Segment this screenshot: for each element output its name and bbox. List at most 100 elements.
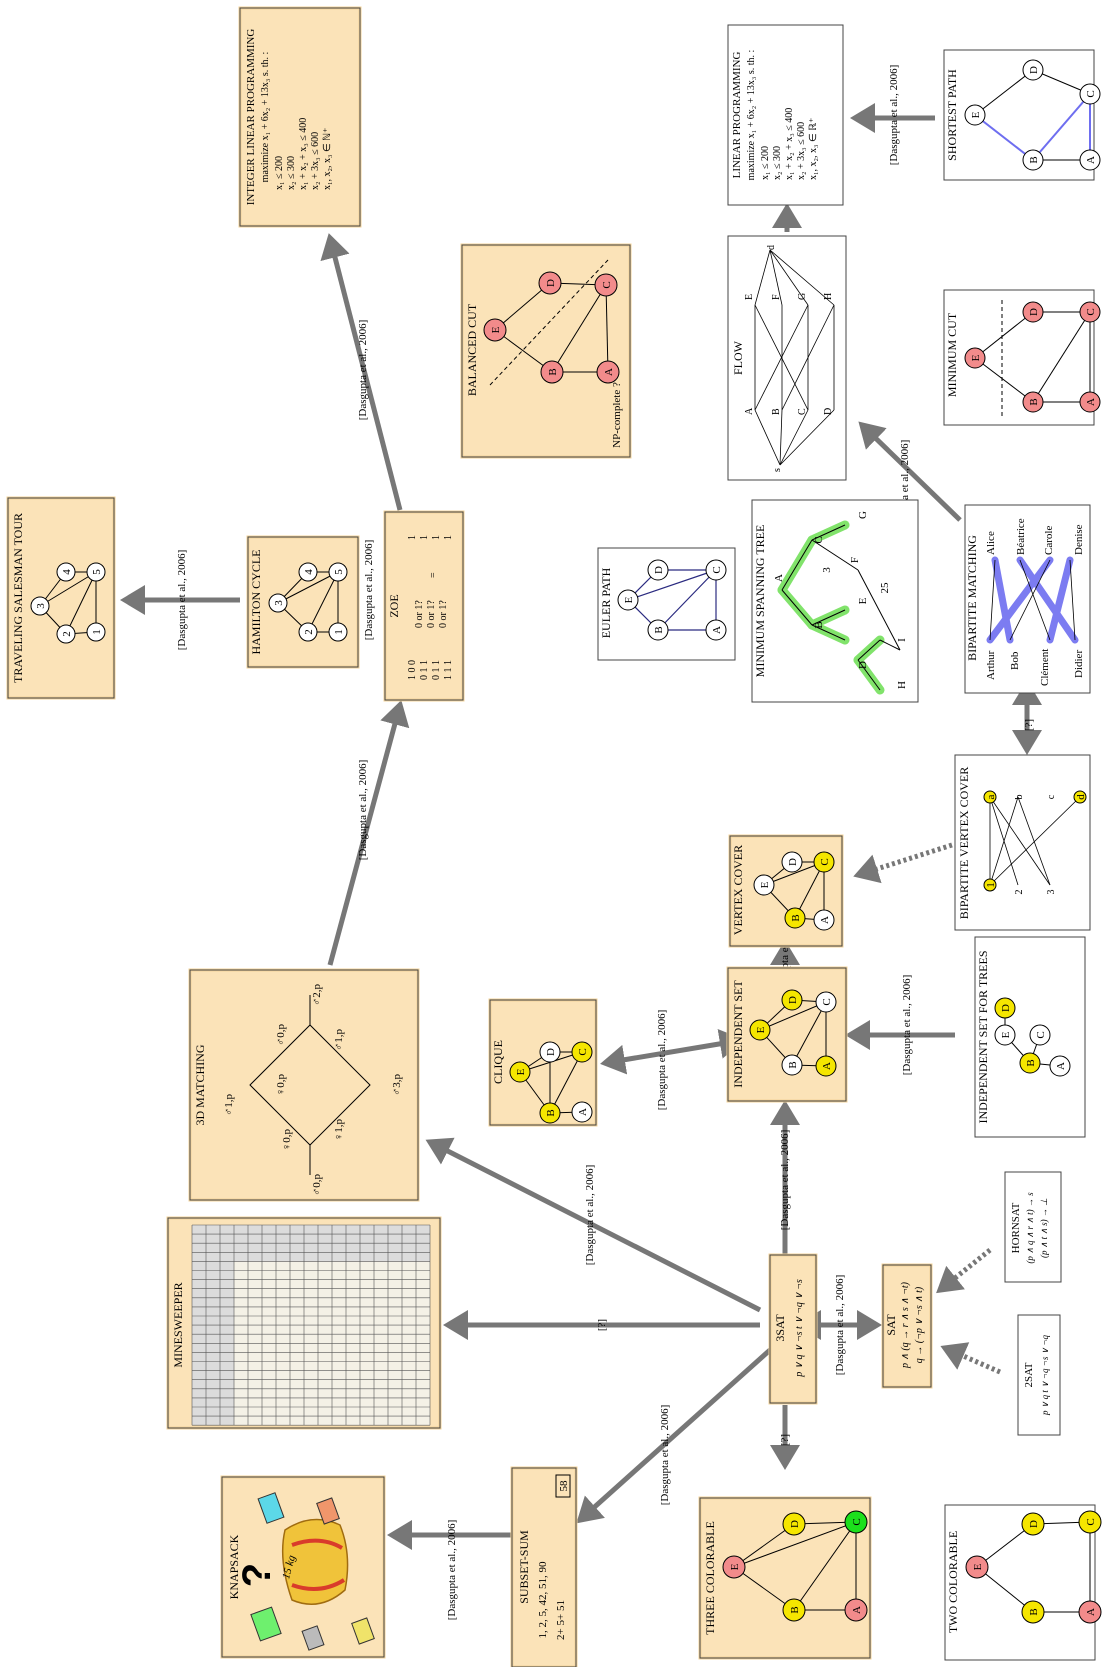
flow-title: FLOW	[731, 340, 745, 375]
svg-text:♀1,p: ♀1,p	[333, 1119, 345, 1142]
lp-box: LINEAR PROGRAMMING maximize x₁ + 6x₂ + 1…	[727, 24, 844, 206]
bc-node-C-label: C	[601, 281, 613, 288]
three-dm-title: 3D MATCHING	[193, 1044, 207, 1125]
ilp-c4: x₁, x₂, x₃ ∈ ℕ⁺	[322, 128, 333, 190]
mc-node-C-circle	[1079, 301, 1101, 323]
twoc-node-A-circle	[1078, 1600, 1102, 1624]
clique-node-A-label: A	[577, 1108, 589, 1116]
zoe-title: ZOE	[387, 594, 401, 617]
bvc-title: BIPARTITE VERTEX COVER	[957, 767, 971, 920]
arrow-hornsat-sat	[936, 1248, 992, 1294]
balanced-cut-title: BALANCED CUT	[465, 303, 479, 396]
tc-node-A-label: A	[851, 1606, 863, 1614]
three-sat-formula: p ∨ q ∨ ¬s t ∨ ¬q ∨ ¬s	[794, 1279, 805, 1378]
clique-node-E-label: E	[515, 1068, 527, 1075]
question-mark-icon: ?	[235, 1563, 279, 1587]
mst-node-e: E	[857, 597, 869, 604]
twoc-node-D-circle	[1021, 1512, 1045, 1536]
mst-weight-25: 25	[879, 582, 891, 594]
vc-node-A-circle	[813, 909, 835, 931]
hamilton-node-3-circle	[268, 593, 288, 613]
svg-text:1: 1	[419, 535, 430, 540]
arrow-zoe-ilp	[320, 233, 403, 511]
arrow-bm-flow	[858, 421, 962, 522]
lp-c3: x₂ + 3x₃ ≤ 600	[796, 122, 807, 180]
two-sat-line1: p ∨ q t ∨ ¬q ¬s ∨ ¬q	[1040, 1335, 1050, 1416]
svg-text:H: H	[823, 293, 834, 300]
mst-weight-3: 3	[821, 567, 833, 573]
lp-c4: x₁, x₂, x₃ ∈ ℝ⁺	[808, 118, 819, 180]
clique-node-C-label: C	[577, 1048, 589, 1055]
backpack-icon: 15 kg	[280, 1518, 349, 1605]
is-node-E-label: E	[755, 1026, 767, 1033]
hamilton-node-3-label: 3	[273, 600, 285, 606]
bc-node-D-label: D	[545, 279, 557, 287]
is-node-A-circle	[815, 1055, 837, 1077]
sat-line1: p ∧ (q → r ∧ s ∧ ¬t)	[900, 1281, 911, 1369]
tsp-node-2-circle	[56, 624, 76, 644]
clique-node-C-circle	[571, 1041, 593, 1063]
subset-title: SUBSET-SUM	[517, 1530, 531, 1604]
tc-node-E-label: E	[729, 1563, 741, 1570]
bm-title: BIPARTITE MATCHING	[965, 535, 979, 661]
vc-node-D-circle	[781, 851, 803, 873]
vc-node-E-label: E	[759, 881, 771, 888]
mc-node-E-circle	[964, 347, 986, 369]
bm-right-1: Béatrice	[1015, 518, 1027, 555]
bvc-node-a-circle	[983, 790, 997, 804]
tsp-node-1-label: 1	[91, 629, 103, 635]
svg-text:♂0,p: ♂0,p	[275, 1024, 287, 1047]
mc-node-D-label: D	[1028, 308, 1040, 316]
label-unknown-bm-bvc: [?]	[1023, 719, 1035, 731]
tsp-node-2-label: 2	[61, 631, 73, 637]
arrow-3dm-zoe	[327, 700, 410, 966]
two-sat-title: 2SAT	[1023, 1362, 1035, 1387]
bvc-node-1-label: 1	[985, 882, 997, 888]
svg-text:=: =	[428, 572, 439, 578]
reduction-arrows	[120, 103, 1042, 1550]
label-cite-subset-knapsack: [Dasgupta et al., 2006]	[446, 1520, 458, 1621]
label-cite-trees-indset: [Dasgupta et al., 2006]	[901, 975, 913, 1076]
mc-node-B-circle	[1022, 391, 1044, 413]
svg-text:1 0 0: 1 0 0	[407, 660, 418, 680]
bvc-node-a-label: a	[985, 794, 997, 799]
tc-node-E-circle	[722, 1555, 746, 1579]
bm-left-2: Clément	[1039, 649, 1051, 686]
ist-node-A-circle	[1049, 1055, 1071, 1077]
three-dm-box: 3D MATCHING ♀0,p ♂0,p ♀1,p ♂1,p ♀0,p ♂1,…	[188, 968, 420, 1202]
sp-node-B-label: B	[1028, 156, 1040, 163]
bc-node-E-label: E	[490, 326, 502, 333]
bc-node-B-label: B	[547, 368, 559, 375]
tsp-node-4-label: 4	[61, 569, 73, 575]
svg-text:1: 1	[443, 535, 454, 540]
knapsack-title: KNAPSACK	[227, 1534, 241, 1599]
sp-node-A-label: A	[1085, 156, 1097, 164]
vc-node-B-label: B	[790, 914, 802, 921]
svg-text:0 or 1?: 0 or 1?	[414, 600, 425, 628]
svg-text:0 1 1: 0 1 1	[419, 660, 430, 680]
is-node-D-label: D	[787, 996, 799, 1004]
bvc-node-b: b	[1014, 795, 1025, 800]
tsp-node-3-label: 3	[35, 603, 47, 609]
sat-box: SAT p ∧ (q → r ∧ s ∧ ¬t) q → (¬p ∨ ¬s ∧ …	[881, 1263, 933, 1389]
hornsat-title: HORNSAT	[1010, 1202, 1022, 1253]
euler-node-B-label: B	[653, 626, 665, 633]
clique-node-D-circle	[539, 1041, 561, 1063]
svg-text:C: C	[797, 408, 808, 415]
hamilton-node-5-label: 5	[333, 569, 345, 575]
subset-target: 58	[558, 1480, 570, 1492]
dotted-arrows	[853, 842, 1001, 1375]
tsp-node-1-circle	[86, 622, 106, 642]
hornsat-box: HORNSAT (p ∧ q ∧ r ∧ t) → s (p ∧ t ∧ s) …	[1004, 1171, 1062, 1283]
is-node-C-label: C	[821, 998, 833, 1005]
label-cite-3sat-indset: [Dasgupta et al., 2006]	[779, 1130, 791, 1231]
svg-text:♂1,p: ♂1,p	[223, 1094, 235, 1117]
